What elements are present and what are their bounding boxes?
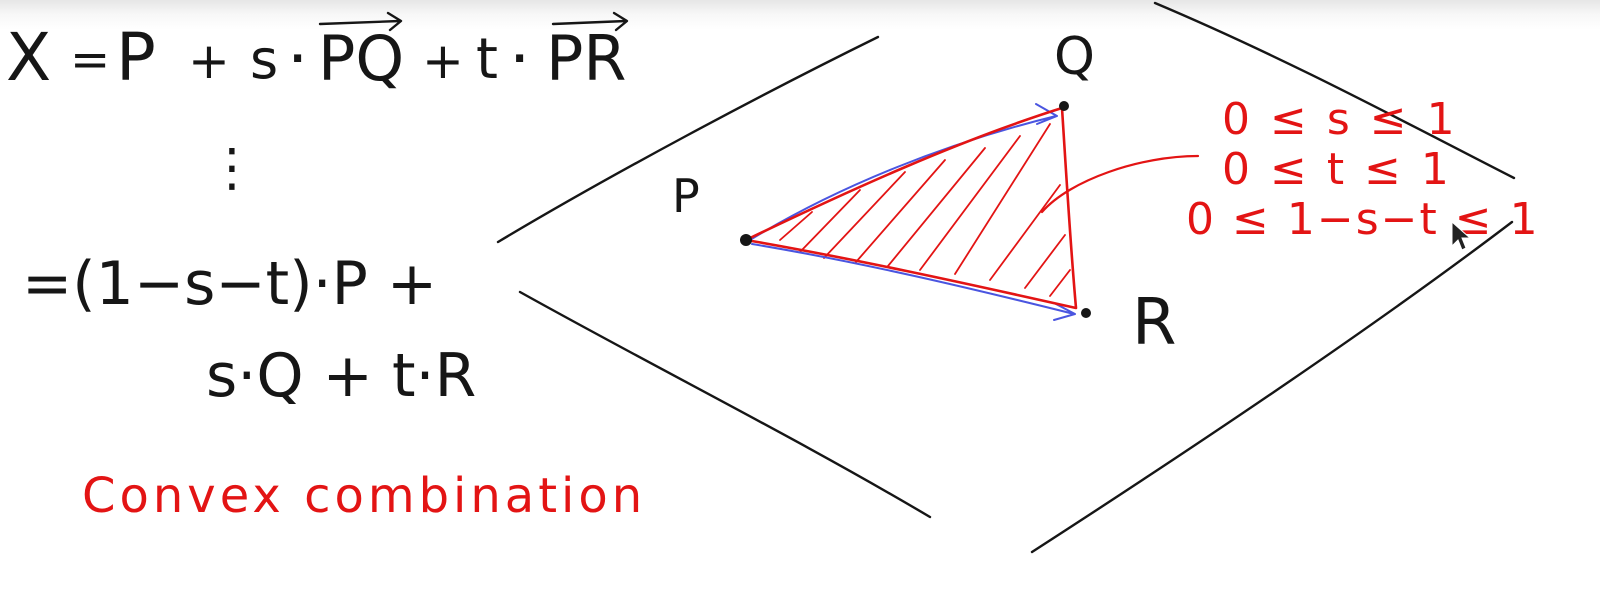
vector-arrows (318, 11, 629, 32)
point-r-label: R (1132, 286, 1176, 360)
equation-line-1: X = P + s · PQ + t · PR (6, 19, 626, 96)
eq-dot-2: · (512, 36, 527, 82)
caption-convex-combination: Convex combination (82, 468, 646, 524)
eq-dot-1: · (290, 36, 305, 82)
eq-vector-pr: PR (546, 22, 626, 95)
eq-plus-sign-2: + (422, 32, 464, 90)
eq-scalar-t: t (476, 27, 498, 92)
equation-line-3: s·Q + t·R (206, 341, 476, 411)
triangle-outline (744, 106, 1078, 310)
point-q-label: Q (1054, 27, 1095, 87)
mouse-cursor-icon (1451, 220, 1472, 251)
eq-plus-sign-1: + (188, 32, 230, 90)
plane-edge-left (518, 290, 932, 519)
vector-arrow-pq (318, 11, 403, 32)
constraint-1-s-t-range: 0 ≤ 1−s−t ≤ 1 (1186, 194, 1540, 245)
equation-line-2: =(1−s−t)·P + (22, 249, 437, 319)
eq-x-symbol: X (6, 19, 51, 96)
plane-edge-top-right (1153, 1, 1516, 180)
triangle-region (744, 103, 1200, 321)
point-labels: P Q R (672, 27, 1176, 360)
eq-scalar-s: s (250, 28, 278, 91)
constraint-connector (1040, 154, 1200, 214)
point-p-label: P (672, 169, 700, 223)
blue-arrow-pr (751, 243, 1076, 321)
constraint-s-range: 0 ≤ s ≤ 1 (1222, 94, 1458, 145)
eq-point-p: P (116, 19, 156, 96)
constraint-t-range: 0 ≤ t ≤ 1 (1222, 144, 1452, 195)
point-p-dot (740, 234, 752, 246)
eq-equals-sign: = (70, 32, 110, 88)
constraints-block: 0 ≤ s ≤ 1 0 ≤ t ≤ 1 0 ≤ 1−s−t ≤ 1 (1186, 94, 1540, 245)
plane-edge-bottom-right (1030, 220, 1514, 554)
plane-edge-top-left (496, 35, 880, 244)
plane-outline (496, 1, 1516, 554)
eq-continuation-dots: ⋮ (206, 138, 258, 198)
eq-vector-pq: PQ (318, 22, 404, 95)
blue-arrow-pq (749, 103, 1058, 241)
point-r-dot (1081, 308, 1091, 318)
triangle-hatching (779, 123, 1071, 297)
point-q-dot (1059, 101, 1069, 111)
vector-arrow-pr (551, 11, 629, 32)
triangle-blue-vectors (749, 103, 1076, 321)
points (740, 101, 1091, 318)
